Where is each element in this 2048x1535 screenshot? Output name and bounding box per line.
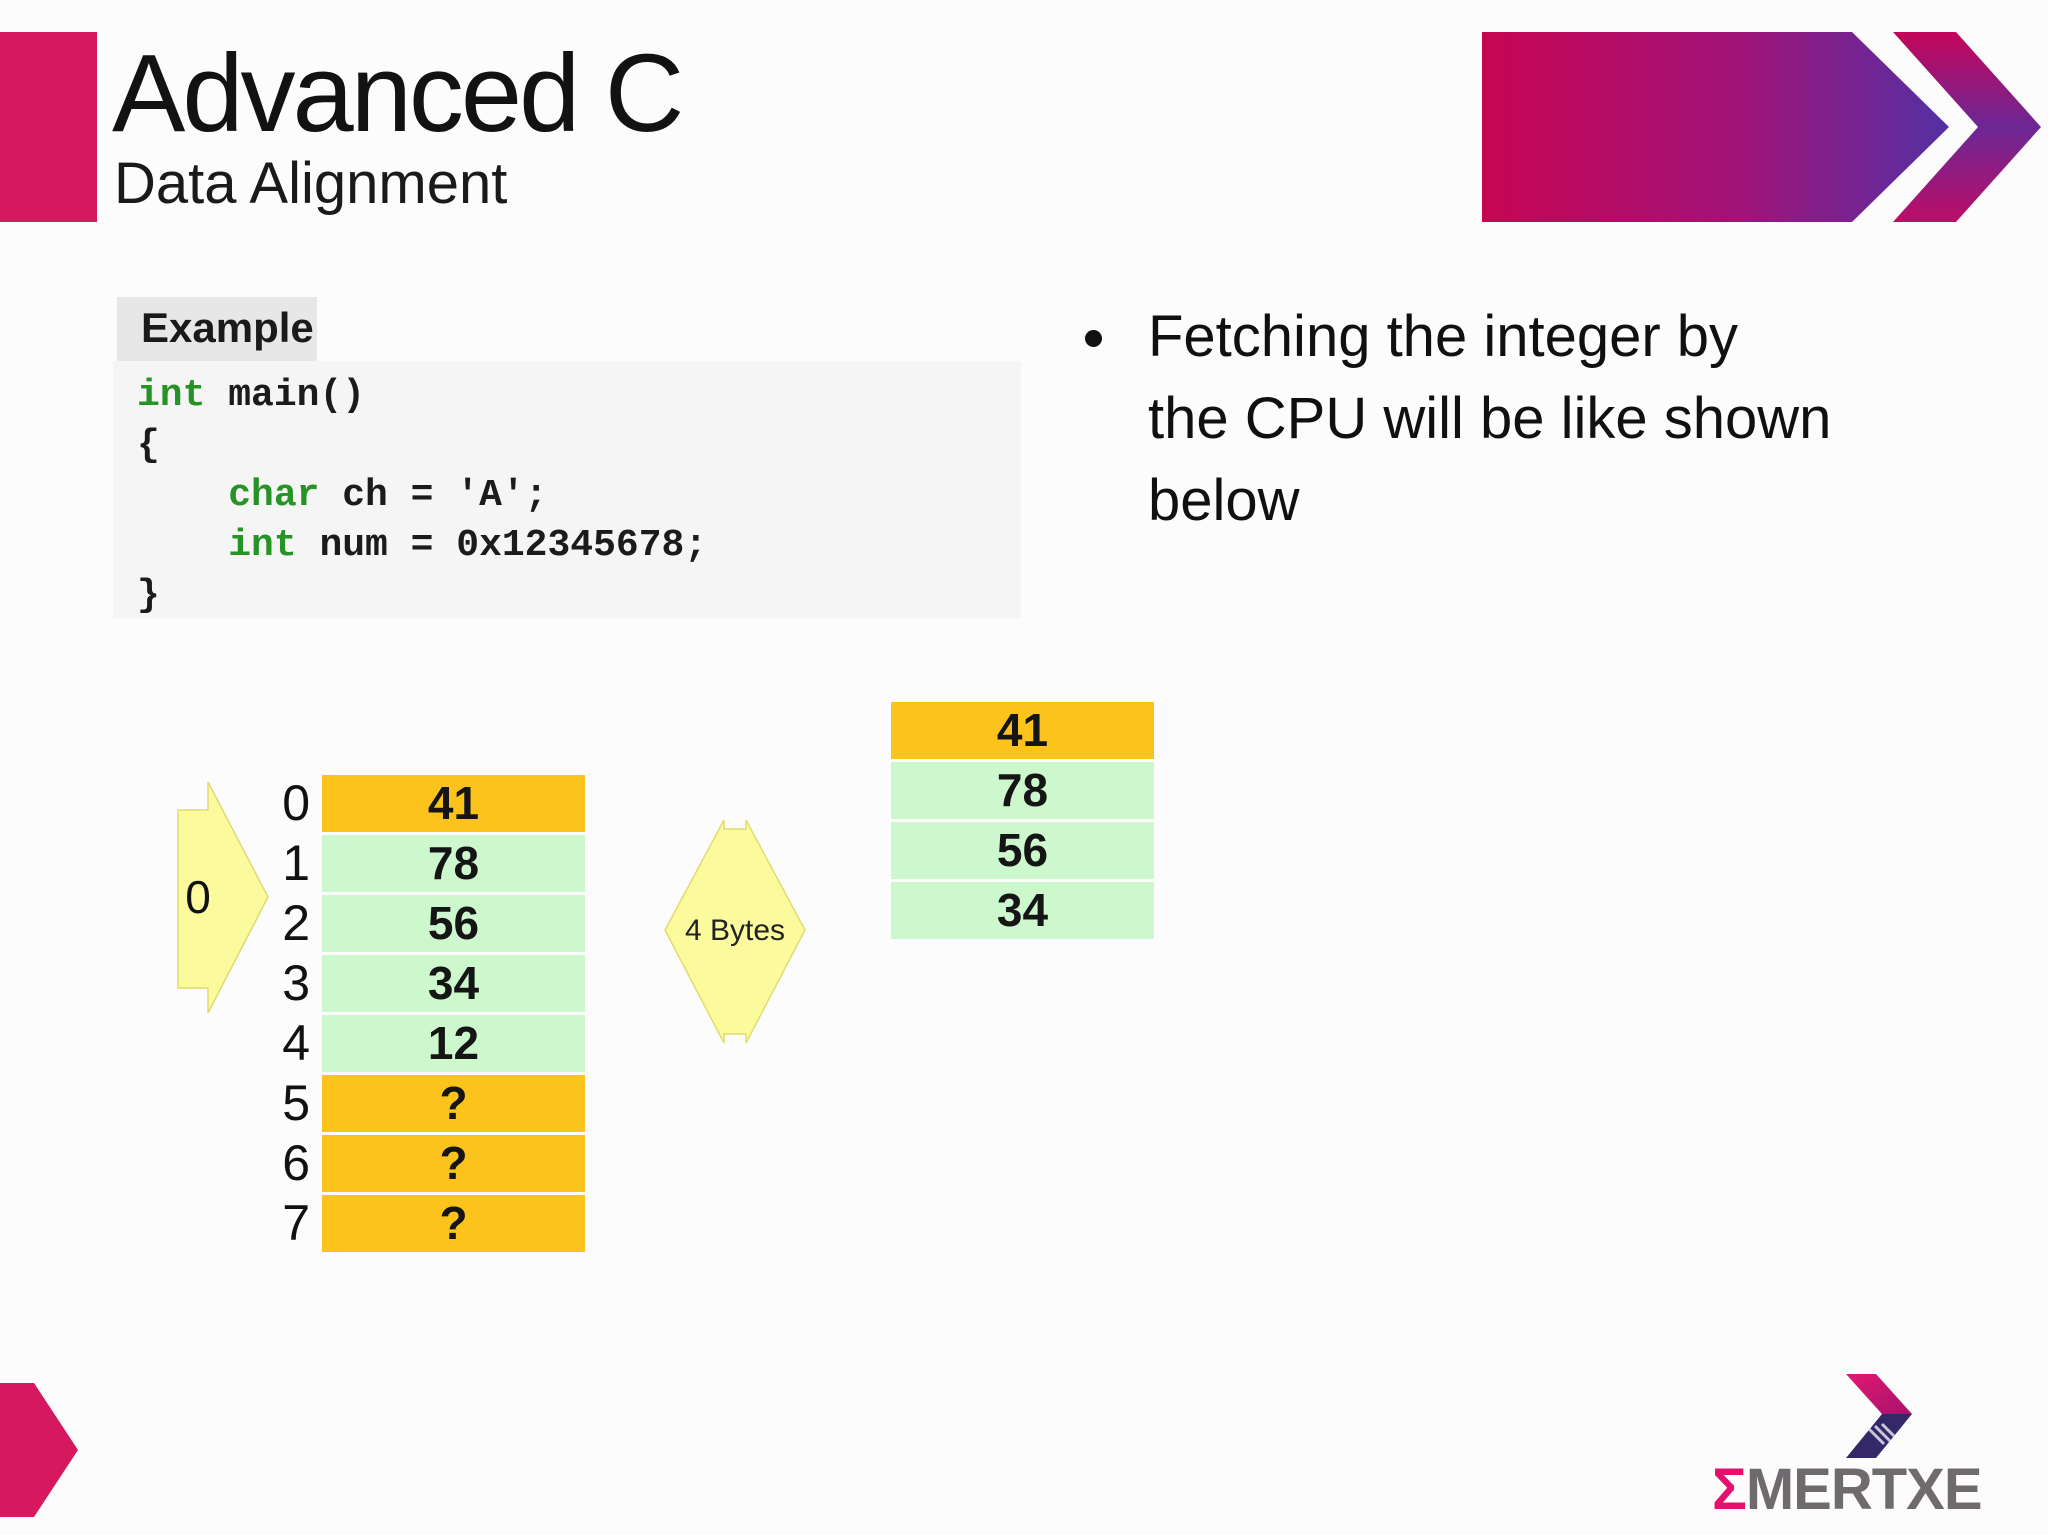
bullet-text-line: the CPU will be like shown bbox=[1148, 386, 1832, 451]
byte-cell: 78 bbox=[891, 762, 1154, 819]
four-bytes-arrow: 4 Bytes bbox=[664, 819, 806, 1044]
logo-name: MERTXE bbox=[1745, 1457, 1983, 1522]
table-row: 6? bbox=[240, 1135, 585, 1192]
code-line: int num = 0x12345678; bbox=[228, 524, 708, 567]
emertxe-logo: ΣMERTXE bbox=[1712, 1368, 2042, 1522]
header-chevron bbox=[1893, 32, 2041, 222]
byte-cell: 56 bbox=[322, 895, 585, 952]
footer-accent-shape bbox=[0, 1383, 78, 1517]
code-block: int main() { char ch = 'A'; int num = 0x1… bbox=[113, 361, 1021, 619]
start-arrow-shape bbox=[177, 781, 269, 1014]
logo-sigma: Σ bbox=[1712, 1457, 1747, 1522]
address-label: 7 bbox=[282, 1195, 310, 1251]
example-label: Example bbox=[117, 297, 317, 361]
four-bytes-label: 4 Bytes bbox=[685, 914, 785, 947]
code-line: { bbox=[137, 424, 160, 467]
table-row: 78 bbox=[891, 762, 1154, 819]
address-label: 6 bbox=[282, 1135, 310, 1191]
address-label: 4 bbox=[282, 1015, 310, 1071]
byte-cell: 34 bbox=[891, 882, 1154, 939]
start-address-label: 0 bbox=[185, 871, 211, 923]
four-bytes-shape bbox=[664, 819, 806, 1044]
page-subtitle: Data Alignment bbox=[114, 151, 508, 216]
byte-cell: 41 bbox=[891, 702, 1154, 759]
byte-cell: 41 bbox=[322, 775, 585, 832]
bullet-text-line: Fetching the integer by bbox=[1148, 304, 1739, 369]
accent-bar bbox=[0, 32, 97, 222]
bullet-icon bbox=[1085, 330, 1102, 347]
address-label: 0 bbox=[282, 775, 310, 831]
footer-pentagon bbox=[0, 1383, 78, 1517]
logo-mark-icon bbox=[1846, 1374, 1912, 1458]
bullet-text: Fetching the integer by the CPU will be l… bbox=[1148, 296, 1831, 542]
bullet-text-line: below bbox=[1148, 468, 1300, 533]
address-label: 2 bbox=[282, 895, 310, 951]
logo-wordmark: ΣMERTXE bbox=[1712, 1456, 1982, 1523]
byte-cell: 56 bbox=[891, 822, 1154, 879]
logo-mark-bottom bbox=[1846, 1414, 1912, 1458]
table-row: 56 bbox=[891, 822, 1154, 879]
code-lines: int main() { char ch = 'A'; int num = 0x1… bbox=[137, 371, 1021, 621]
address-label: 1 bbox=[282, 835, 310, 891]
byte-cell: 34 bbox=[322, 955, 585, 1012]
byte-cell: 78 bbox=[322, 835, 585, 892]
code-line: int main() bbox=[137, 374, 366, 417]
address-label: 3 bbox=[282, 955, 310, 1011]
table-row: 41 bbox=[891, 702, 1154, 759]
table-row: 34 bbox=[891, 882, 1154, 939]
address-label: 5 bbox=[282, 1075, 310, 1131]
start-address-arrow: 0 bbox=[177, 781, 269, 1014]
code-line: } bbox=[137, 574, 160, 617]
table-row: 5? bbox=[240, 1075, 585, 1132]
header-pentagon-arrow bbox=[1482, 32, 1949, 222]
page-title: Advanced C bbox=[112, 32, 684, 155]
table-row: 7? bbox=[240, 1195, 585, 1252]
logo-mark-top bbox=[1846, 1374, 1912, 1414]
byte-cell: ? bbox=[322, 1075, 585, 1132]
code-line: char ch = 'A'; bbox=[228, 474, 548, 517]
byte-cell: ? bbox=[322, 1195, 585, 1252]
byte-cell: 12 bbox=[322, 1015, 585, 1072]
byte-cell: ? bbox=[322, 1135, 585, 1192]
header-arrow-decoration bbox=[1482, 32, 2041, 222]
